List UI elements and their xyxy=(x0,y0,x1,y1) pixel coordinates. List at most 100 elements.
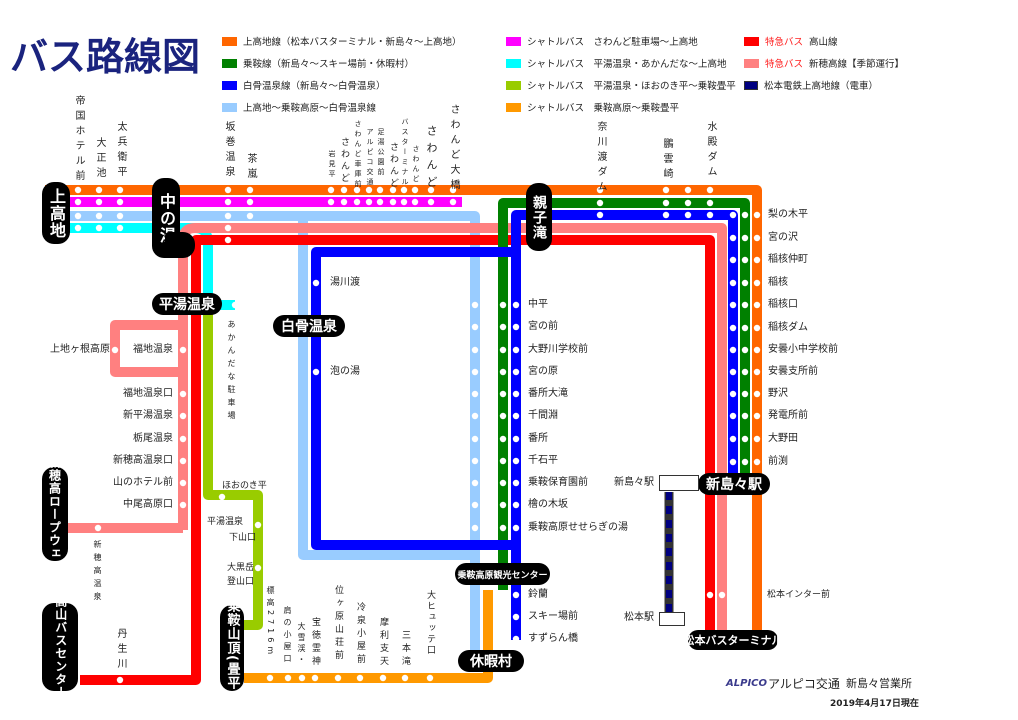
stop-dot[interactable] xyxy=(753,301,761,309)
stop-dot[interactable] xyxy=(741,390,749,398)
stop-dot[interactable] xyxy=(427,186,435,194)
stop-dot[interactable] xyxy=(729,301,737,309)
stop-dot[interactable] xyxy=(231,301,239,309)
stop-dot[interactable] xyxy=(312,368,320,376)
stop-dot[interactable] xyxy=(365,198,373,206)
stop-dot[interactable] xyxy=(179,435,187,443)
stop-dot[interactable] xyxy=(512,635,520,643)
stop-dot[interactable] xyxy=(379,674,387,682)
hub-shinshimashima[interactable]: 新島々駅 xyxy=(698,473,770,495)
stop-dot[interactable] xyxy=(753,412,761,420)
stop-dot[interactable] xyxy=(499,346,507,354)
stop-dot[interactable] xyxy=(400,198,408,206)
stop-dot[interactable] xyxy=(706,199,714,207)
stop-dot[interactable] xyxy=(512,457,520,465)
stop-dot[interactable] xyxy=(753,435,761,443)
stop-dot[interactable] xyxy=(95,198,103,206)
stop-dot[interactable] xyxy=(471,323,479,331)
stop-dot[interactable] xyxy=(729,324,737,332)
stop-dot[interactable] xyxy=(353,198,361,206)
rail-station-shinshimashima[interactable] xyxy=(659,475,699,491)
stop-dot[interactable] xyxy=(327,186,335,194)
stop-dot[interactable] xyxy=(741,324,749,332)
stop-dot[interactable] xyxy=(662,186,670,194)
stop-dot[interactable] xyxy=(95,186,103,194)
stop-dot[interactable] xyxy=(111,346,119,354)
stop-dot[interactable] xyxy=(499,613,507,621)
stop-dot[interactable] xyxy=(74,224,82,232)
stop-dot[interactable] xyxy=(512,412,520,420)
stop-dot[interactable] xyxy=(224,198,232,206)
stop-dot[interactable] xyxy=(741,234,749,242)
stop-dot[interactable] xyxy=(449,198,457,206)
stop-dot[interactable] xyxy=(471,524,479,532)
stop-dot[interactable] xyxy=(512,346,520,354)
stop-dot[interactable] xyxy=(266,674,274,682)
stop-dot[interactable] xyxy=(753,234,761,242)
stop-dot[interactable] xyxy=(365,186,373,194)
stop-dot[interactable] xyxy=(753,279,761,287)
stop-dot[interactable] xyxy=(596,211,604,219)
stop-dot[interactable] xyxy=(471,412,479,420)
stop-dot[interactable] xyxy=(246,198,254,206)
stop-dot[interactable] xyxy=(499,457,507,465)
stop-dot[interactable] xyxy=(471,346,479,354)
stop-dot[interactable] xyxy=(741,346,749,354)
stop-dot[interactable] xyxy=(254,564,262,572)
stop-dot[interactable] xyxy=(729,435,737,443)
stop-dot[interactable] xyxy=(116,224,124,232)
stop-dot[interactable] xyxy=(311,674,319,682)
stop-dot[interactable] xyxy=(218,493,226,501)
stop-dot[interactable] xyxy=(116,676,124,684)
hub-ropeway[interactable]: 新穂高ロープウェイ xyxy=(42,456,68,573)
stop-dot[interactable] xyxy=(389,186,397,194)
stop-dot[interactable] xyxy=(512,323,520,331)
stop-dot[interactable] xyxy=(512,368,520,376)
stop-dot[interactable] xyxy=(499,412,507,420)
stop-dot[interactable] xyxy=(684,186,692,194)
stop-dot[interactable] xyxy=(729,279,737,287)
stop-dot[interactable] xyxy=(471,368,479,376)
stop-dot[interactable] xyxy=(741,412,749,420)
stop-dot[interactable] xyxy=(471,479,479,487)
stop-dot[interactable] xyxy=(753,346,761,354)
stop-dot[interactable] xyxy=(224,236,232,244)
stop-dot[interactable] xyxy=(729,368,737,376)
stop-dot[interactable] xyxy=(401,674,409,682)
stop-dot[interactable] xyxy=(254,521,262,529)
stop-dot[interactable] xyxy=(662,211,670,219)
stop-dot[interactable] xyxy=(471,301,479,309)
stop-dot[interactable] xyxy=(741,435,749,443)
stop-dot[interactable] xyxy=(662,199,670,207)
stop-dot[interactable] xyxy=(427,198,435,206)
stop-dot[interactable] xyxy=(512,479,520,487)
stop-dot[interactable] xyxy=(411,186,419,194)
stop-dot[interactable] xyxy=(376,198,384,206)
stop-dot[interactable] xyxy=(706,186,714,194)
stop-dot[interactable] xyxy=(74,186,82,194)
stop-dot[interactable] xyxy=(729,458,737,466)
stop-dot[interactable] xyxy=(95,224,103,232)
hub-norikura-center[interactable]: 乗鞍高原観光センター xyxy=(455,563,550,585)
stop-dot[interactable] xyxy=(74,198,82,206)
stop-dot[interactable] xyxy=(471,457,479,465)
stop-dot[interactable] xyxy=(499,301,507,309)
stop-dot[interactable] xyxy=(729,256,737,264)
stop-dot[interactable] xyxy=(94,524,102,532)
stop-dot[interactable] xyxy=(741,211,749,219)
stop-dot[interactable] xyxy=(400,186,408,194)
stop-dot[interactable] xyxy=(471,435,479,443)
stop-dot[interactable] xyxy=(179,501,187,509)
stop-dot[interactable] xyxy=(179,479,187,487)
stop-dot[interactable] xyxy=(729,390,737,398)
hub-matsumoto-bt[interactable]: 松本バスターミナル xyxy=(684,630,783,650)
stop-dot[interactable] xyxy=(95,212,103,220)
stop-dot[interactable] xyxy=(512,435,520,443)
stop-dot[interactable] xyxy=(224,224,232,232)
stop-dot[interactable] xyxy=(224,186,232,194)
stop-dot[interactable] xyxy=(753,390,761,398)
stop-dot[interactable] xyxy=(334,674,342,682)
stop-dot[interactable] xyxy=(596,199,604,207)
stop-dot[interactable] xyxy=(596,186,604,194)
stop-dot[interactable] xyxy=(284,674,292,682)
